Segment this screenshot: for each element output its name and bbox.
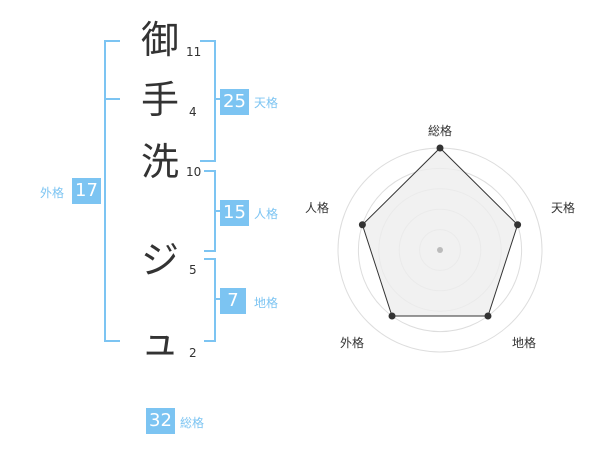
radar-label-tenkaku: 天格 [550,201,575,215]
radar-label-gaikaku: 外格 [339,336,364,350]
name-char-1: 御 [140,18,179,62]
stroke-count-4: 5 [189,263,197,277]
radar-point-gaikaku [388,312,396,320]
soukaku-label: 総格 [180,416,205,430]
jinkaku-label: 人格 [254,207,279,221]
radar-center-dot [437,247,443,253]
stroke-count-5: 2 [189,346,197,360]
radar-label-soukaku: 総格 [427,124,452,138]
radar-point-soukaku [436,144,444,152]
soukaku-score-box: 32 [146,408,175,434]
stroke-count-1: 11 [186,45,202,59]
chikaku-score-box: 7 [220,288,246,314]
radar-polygon [361,147,519,317]
chikaku-bracket [204,258,216,342]
tenkaku-bracket [200,40,216,162]
gaikaku-bracket [104,40,120,342]
gaikaku-bracket-tick [104,98,120,100]
chikaku-label: 地格 [254,296,279,310]
tenkaku-bracket-tick [214,98,220,100]
radar-label-jinkaku: 人格 [304,201,329,215]
name-char-5: ュ [140,320,179,364]
name-char-2: 手 [140,78,179,122]
radar-point-tenkaku [514,221,522,229]
gaikaku-score-box: 17 [72,178,101,204]
radar-point-jinkaku [358,221,366,229]
stroke-count-3: 10 [186,165,202,179]
jinkaku-bracket-tick [214,210,220,212]
stroke-count-2: 4 [189,105,197,119]
tenkaku-score-box: 25 [220,89,249,115]
radar-label-chikaku: 地格 [511,336,536,350]
chikaku-bracket-tick [214,298,220,300]
jinkaku-score-box: 15 [220,200,249,226]
radar-points [358,144,522,320]
name-char-4: ジ [140,238,179,282]
name-char-3: 洗 [140,140,179,184]
radar-point-chikaku [484,312,492,320]
gaikaku-label: 外格 [40,186,65,200]
tenkaku-label: 天格 [254,96,279,110]
